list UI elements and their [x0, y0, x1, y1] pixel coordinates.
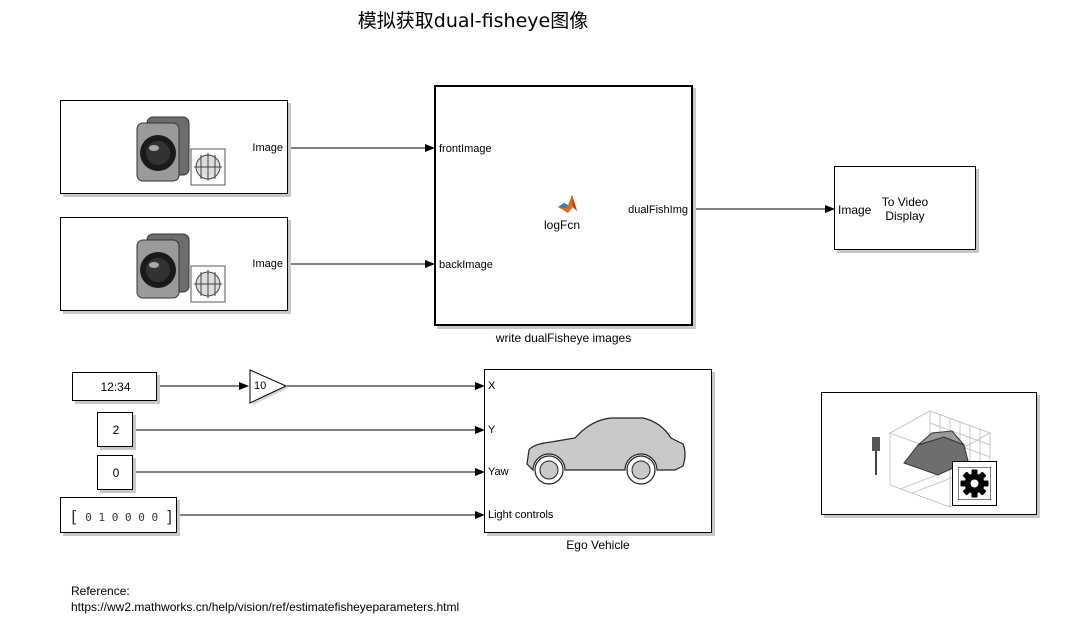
constant-y-value: 2 — [112, 423, 120, 437]
ego-vehicle-caption: Ego Vehicle — [566, 538, 630, 552]
logfcn-label: logFcn — [544, 218, 581, 232]
camera-icon — [136, 233, 226, 303]
light-value: 1 — [98, 511, 106, 524]
port-yaw: Yaw — [488, 466, 509, 478]
diagram-title: 模拟获取dual-fisheye图像 — [357, 10, 589, 32]
light-vector: [ 0 1 0 0 0 0 ] — [69, 506, 175, 526]
light-value: 0 — [85, 511, 92, 524]
constant-y-block[interactable]: 2 — [97, 412, 133, 447]
ego-vehicle-block[interactable]: X Y Yaw Light controls — [484, 369, 712, 533]
gain-value: 10 — [254, 380, 267, 392]
reference-label: Reference: — [71, 584, 130, 598]
constant-light-block[interactable]: [ 0 1 0 0 0 0 ] — [60, 497, 177, 533]
constant-yaw-block[interactable]: 0 — [97, 455, 133, 490]
light-value: 0 — [125, 511, 132, 524]
settings-badge — [952, 461, 997, 506]
camera-front-block[interactable]: Image — [60, 100, 288, 194]
light-value: 0 — [151, 511, 159, 524]
clock-value: 12:34 — [100, 380, 131, 394]
camera-icon — [136, 116, 226, 186]
reference-url[interactable]: https://ww2.mathworks.cn/help/vision/ref… — [71, 600, 460, 614]
light-value: 0 — [111, 511, 119, 524]
video-display-label: To Video Display — [873, 195, 937, 223]
clock-block[interactable]: 12:34 — [72, 372, 157, 401]
video-display-label-line1: To Video — [881, 195, 929, 209]
logfcn-block[interactable]: frontImage backImage dualFishImg logFcn — [434, 85, 693, 326]
port-image-in: Image — [838, 203, 872, 217]
port-light-controls: Light controls — [488, 509, 554, 521]
constant-yaw-value: 0 — [112, 466, 120, 480]
bracket-left: [ — [69, 507, 79, 526]
port-dual-fish-img: dualFishImg — [628, 204, 688, 216]
matlab-icon — [558, 195, 577, 213]
car-icon — [526, 417, 686, 485]
light-value: 0 — [138, 511, 145, 524]
port-image-out: Image — [252, 258, 283, 270]
port-image-out: Image — [252, 142, 283, 154]
video-display-block[interactable]: Image To Video Display — [834, 166, 976, 250]
scene-config-block[interactable] — [821, 392, 1037, 515]
gain-block[interactable] — [248, 368, 290, 406]
port-x: X — [488, 380, 496, 392]
video-display-label-line2: Display — [885, 209, 925, 223]
bracket-right: ] — [164, 507, 175, 526]
logfcn-caption: write dualFisheye images — [495, 331, 632, 345]
port-front-image: frontImage — [439, 143, 492, 155]
gear-icon — [958, 467, 991, 500]
port-y: Y — [488, 424, 496, 436]
camera-back-block[interactable]: Image — [60, 217, 288, 311]
port-back-image: backImage — [439, 259, 493, 271]
